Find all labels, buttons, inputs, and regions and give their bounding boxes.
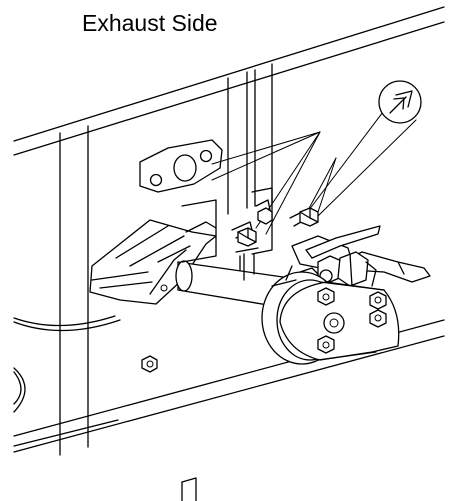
side-port — [13, 367, 26, 413]
diagram-title: Exhaust Side — [82, 10, 218, 36]
valve-assembly — [291, 225, 431, 293]
frame-lines — [13, 6, 445, 501]
round-flange — [261, 265, 400, 365]
bolt-left — [231, 221, 257, 247]
panel-nut — [141, 355, 158, 373]
bolt-right — [289, 207, 319, 227]
bolt-mid — [255, 199, 273, 225]
exhaust-flange — [89, 219, 217, 305]
exhaust-gasket — [139, 139, 223, 193]
callout-detail — [378, 80, 422, 124]
